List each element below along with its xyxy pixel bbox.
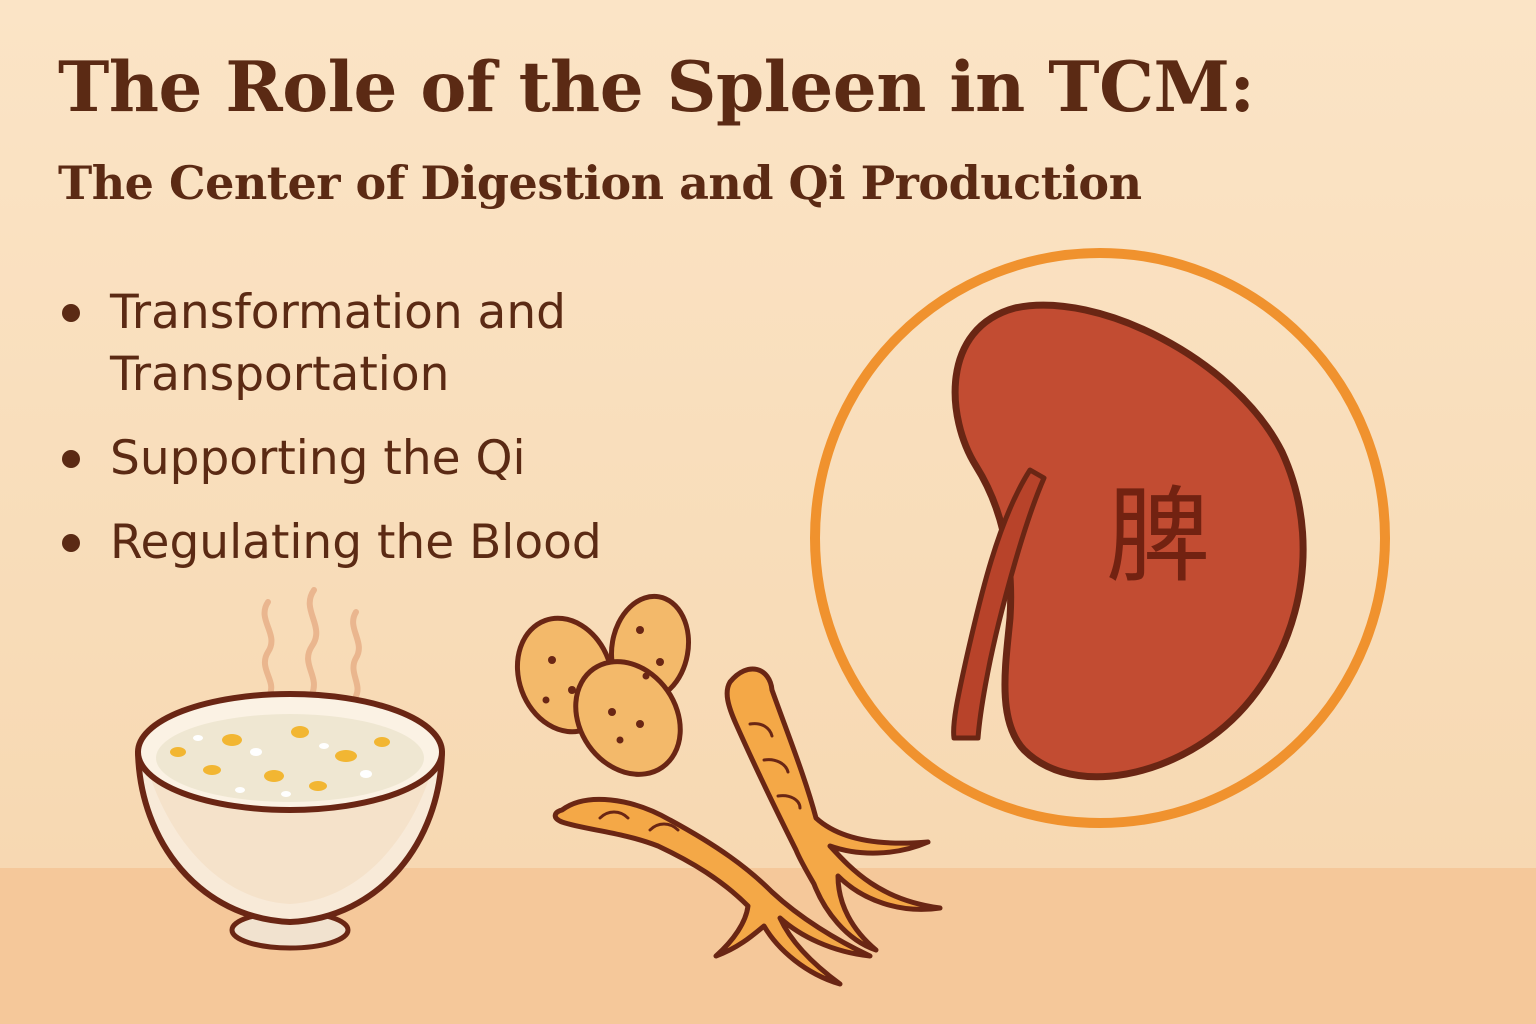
spleen-character: 脾 [1106,475,1210,597]
function-item-label: Regulating the Blood [110,515,602,570]
spleen-organ [951,301,1307,781]
bullet-icon [62,304,80,322]
ginseng-root-icon [724,666,943,953]
function-item-label: Transformation and Transportation [110,285,566,402]
spleen-ring [810,248,1390,828]
potato-slices-icon [514,593,691,777]
function-item-label: Supporting the Qi [110,431,526,486]
bullet-icon [62,450,80,468]
spleen-vessel [951,467,1047,741]
page-subtitle: The Center of Digestion and Qi Productio… [58,156,1142,210]
ginseng-root-icon [552,796,873,987]
function-item: Supporting the Qi [62,428,702,490]
soup-bowl-icon [135,691,445,951]
page-title: The Role of the Spleen in TCM: [58,47,1255,128]
spleen-icon: 脾 [810,248,1390,828]
function-list: Transformation and Transportation Suppor… [62,282,702,596]
function-item: Regulating the Blood [62,512,702,574]
bullet-icon [62,534,80,552]
steam-icon [261,587,362,699]
function-item: Transformation and Transportation [62,282,702,406]
